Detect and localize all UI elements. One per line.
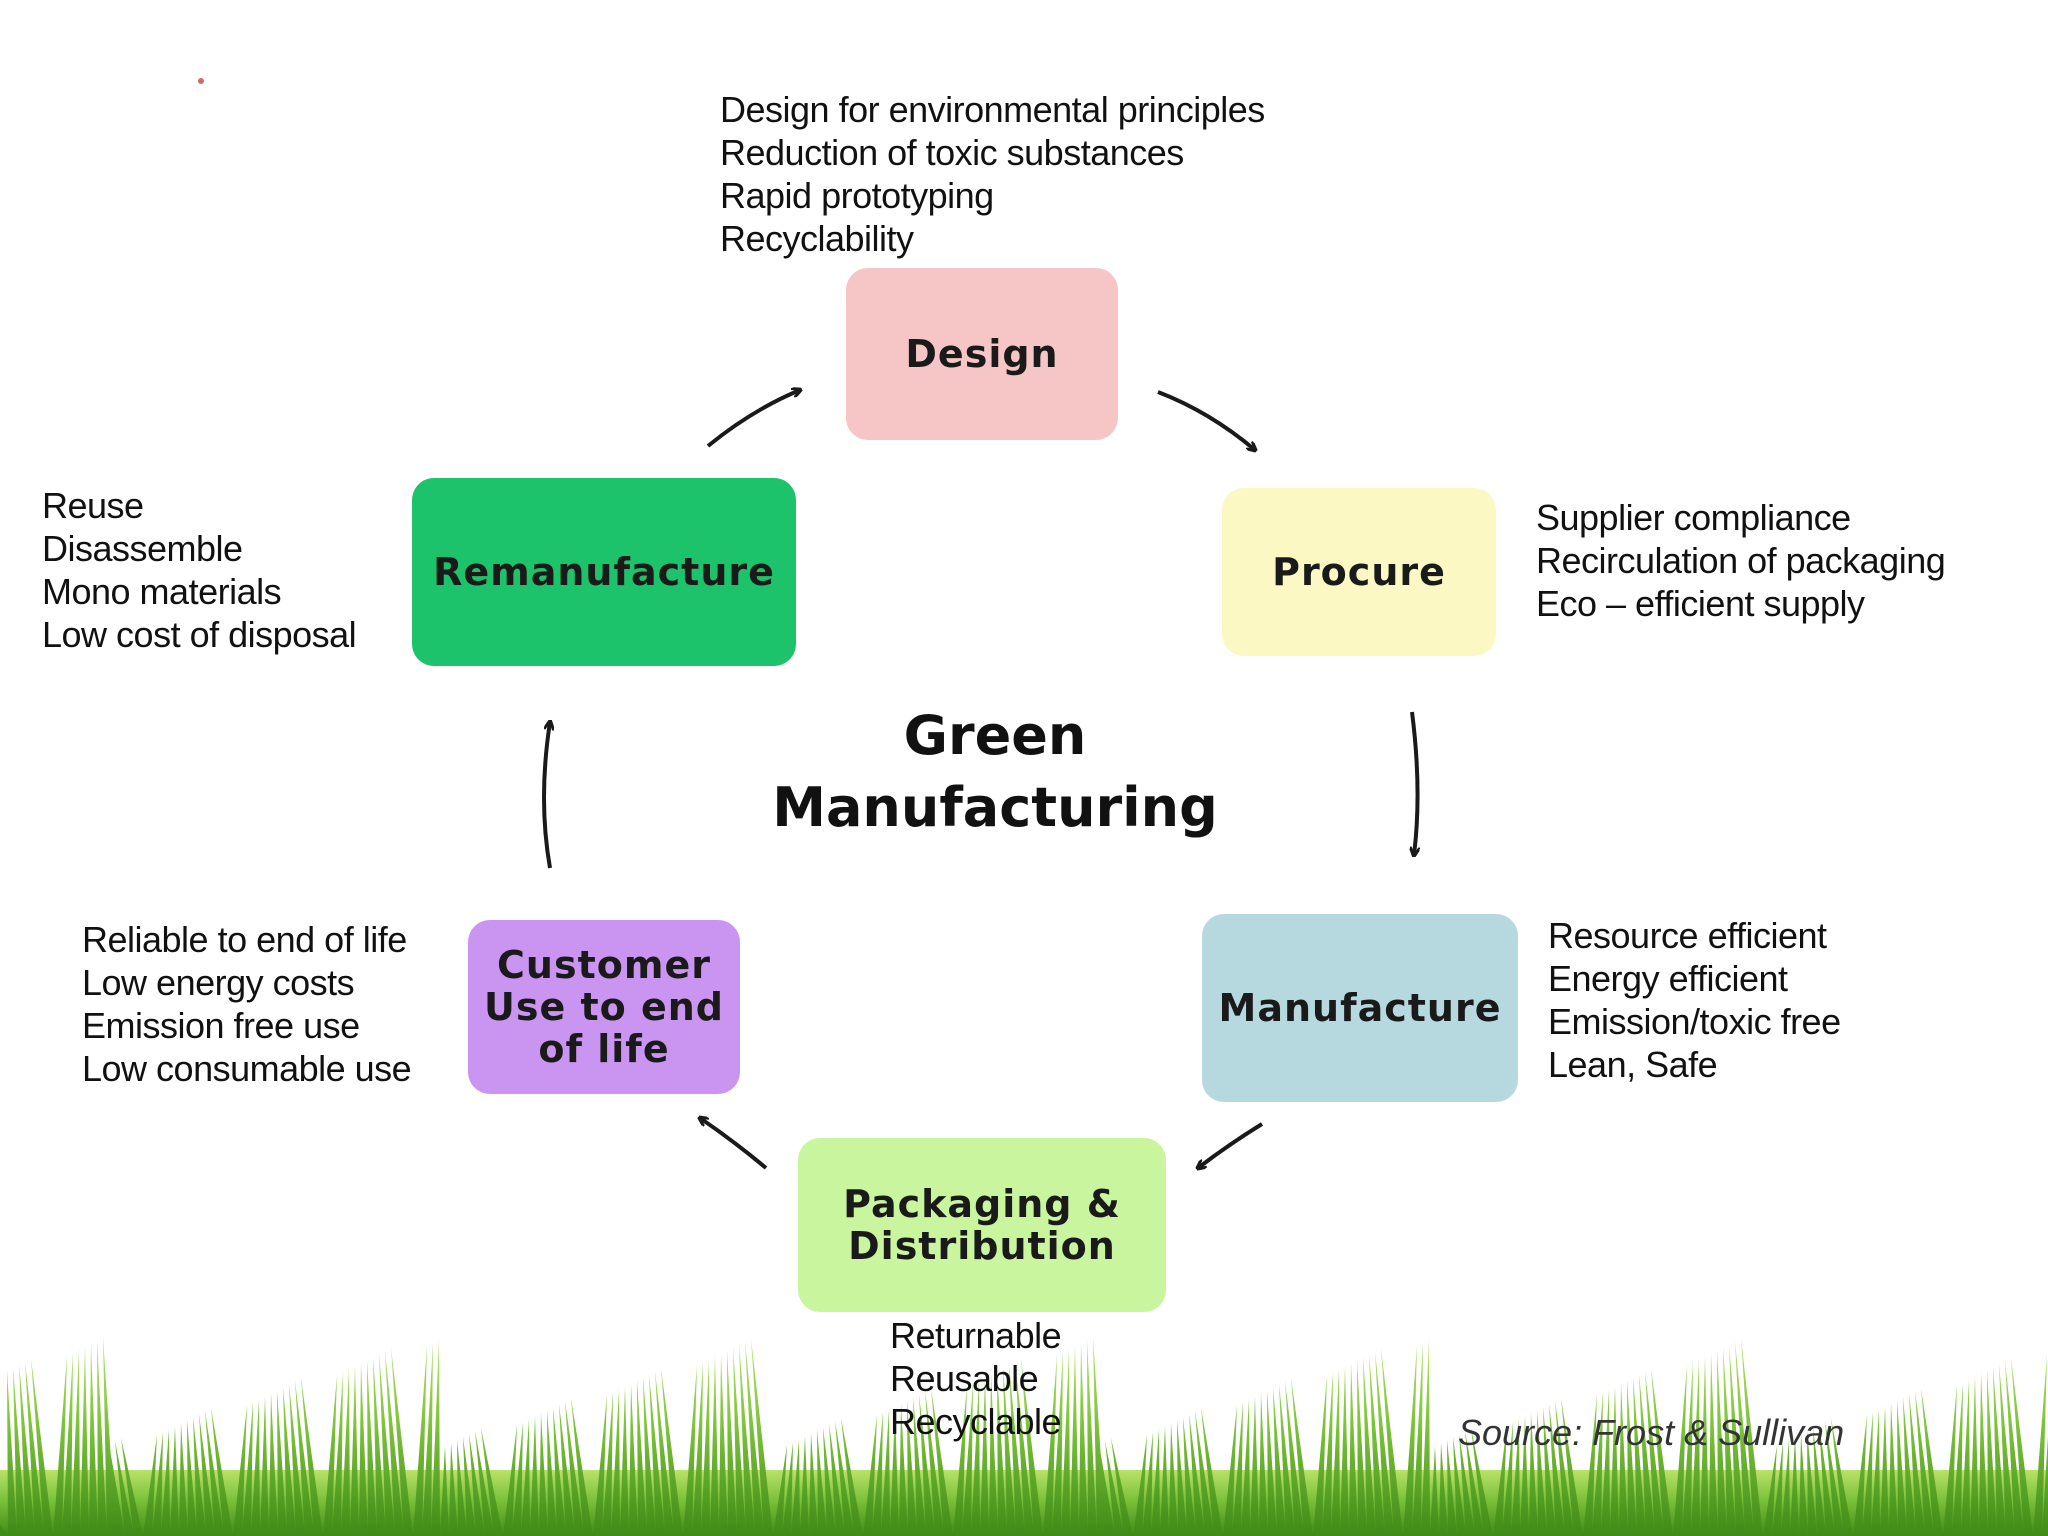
design-attribute: Recyclability [720,218,914,259]
remanufacture-attribute: Reuse [42,485,144,526]
grass-blades [0,1337,2048,1536]
design-attribute: Rapid prototyping [720,175,994,216]
arrow-manufacture-to-packaging [1198,1122,1264,1168]
customer-attribute: Emission free use [82,1005,360,1046]
customer-label-line: Use to end [483,985,724,1029]
arrow-design-to-procure [1157,390,1255,450]
source-credit: Source: Frost & Sullivan [1458,1412,1845,1453]
customer-attribute: Low consumable use [82,1048,412,1089]
arrow-customer-to-remanufacture [542,722,550,869]
design-attributes: Design for environmental principles Redu… [720,88,1265,260]
manufacture-node: Manufacture [1202,914,1518,1102]
manufacture-attribute: Resource efficient [1548,915,1827,956]
manufacture-attribute: Lean, Safe [1548,1044,1718,1085]
procure-attribute: Eco – efficient supply [1536,583,1865,624]
customer-label-line: of life [538,1027,670,1071]
remanufacture-node: Remanufacture [412,478,796,666]
customer-attribute: Low energy costs [82,962,355,1003]
center-title-line: Manufacturing [772,776,1218,839]
remanufacture-attribute: Disassemble [42,528,243,569]
packaging-node: Packaging & Distribution [798,1138,1166,1312]
packaging-label-line: Distribution [848,1224,1116,1268]
remanufacture-attribute: Low cost of disposal [42,614,357,655]
customer-node: Customer Use to end of life [468,920,740,1094]
arrow-procure-to-manufacture [1412,711,1418,855]
procure-label: Procure [1272,550,1446,594]
procure-attribute: Recirculation of packaging [1536,540,1946,581]
remanufacture-attributes: Reuse Disassemble Mono materials Low cos… [42,484,357,656]
manufacture-attribute: Energy efficient [1548,958,1788,999]
customer-attributes: Reliable to end of life Low energy costs… [82,918,412,1090]
center-title: Green Manufacturing [760,700,1230,844]
customer-label-line: Customer [497,943,711,987]
procure-node: Procure [1222,488,1496,656]
manufacture-label: Manufacture [1218,986,1502,1030]
remanufacture-label: Remanufacture [433,550,775,594]
packaging-attribute: Recyclable [890,1401,1062,1442]
arrow-packaging-to-customer [700,1118,768,1170]
design-attribute: Reduction of toxic substances [720,132,1184,173]
manufacture-attributes: Resource efficient Energy efficient Emis… [1548,914,1841,1086]
design-label: Design [905,332,1059,376]
packaging-attribute: Reusable [890,1358,1039,1399]
procure-attribute: Supplier compliance [1536,497,1851,538]
packaging-attribute: Returnable [890,1315,1062,1356]
design-node: Design [846,268,1118,440]
remanufacture-attribute: Mono materials [42,571,282,612]
center-title-line: Green [903,704,1087,767]
corner-dot [198,78,204,84]
arrow-remanufacture-to-design [706,390,800,448]
grass-decoration [0,1337,2048,1536]
packaging-label-line: Packaging & [843,1182,1121,1226]
packaging-attributes: Returnable Reusable Recyclable [890,1314,1062,1443]
design-attribute: Design for environmental principles [720,89,1265,130]
procure-attributes: Supplier compliance Recirculation of pac… [1536,496,1946,625]
customer-attribute: Reliable to end of life [82,919,407,960]
manufacture-attribute: Emission/toxic free [1548,1001,1841,1042]
